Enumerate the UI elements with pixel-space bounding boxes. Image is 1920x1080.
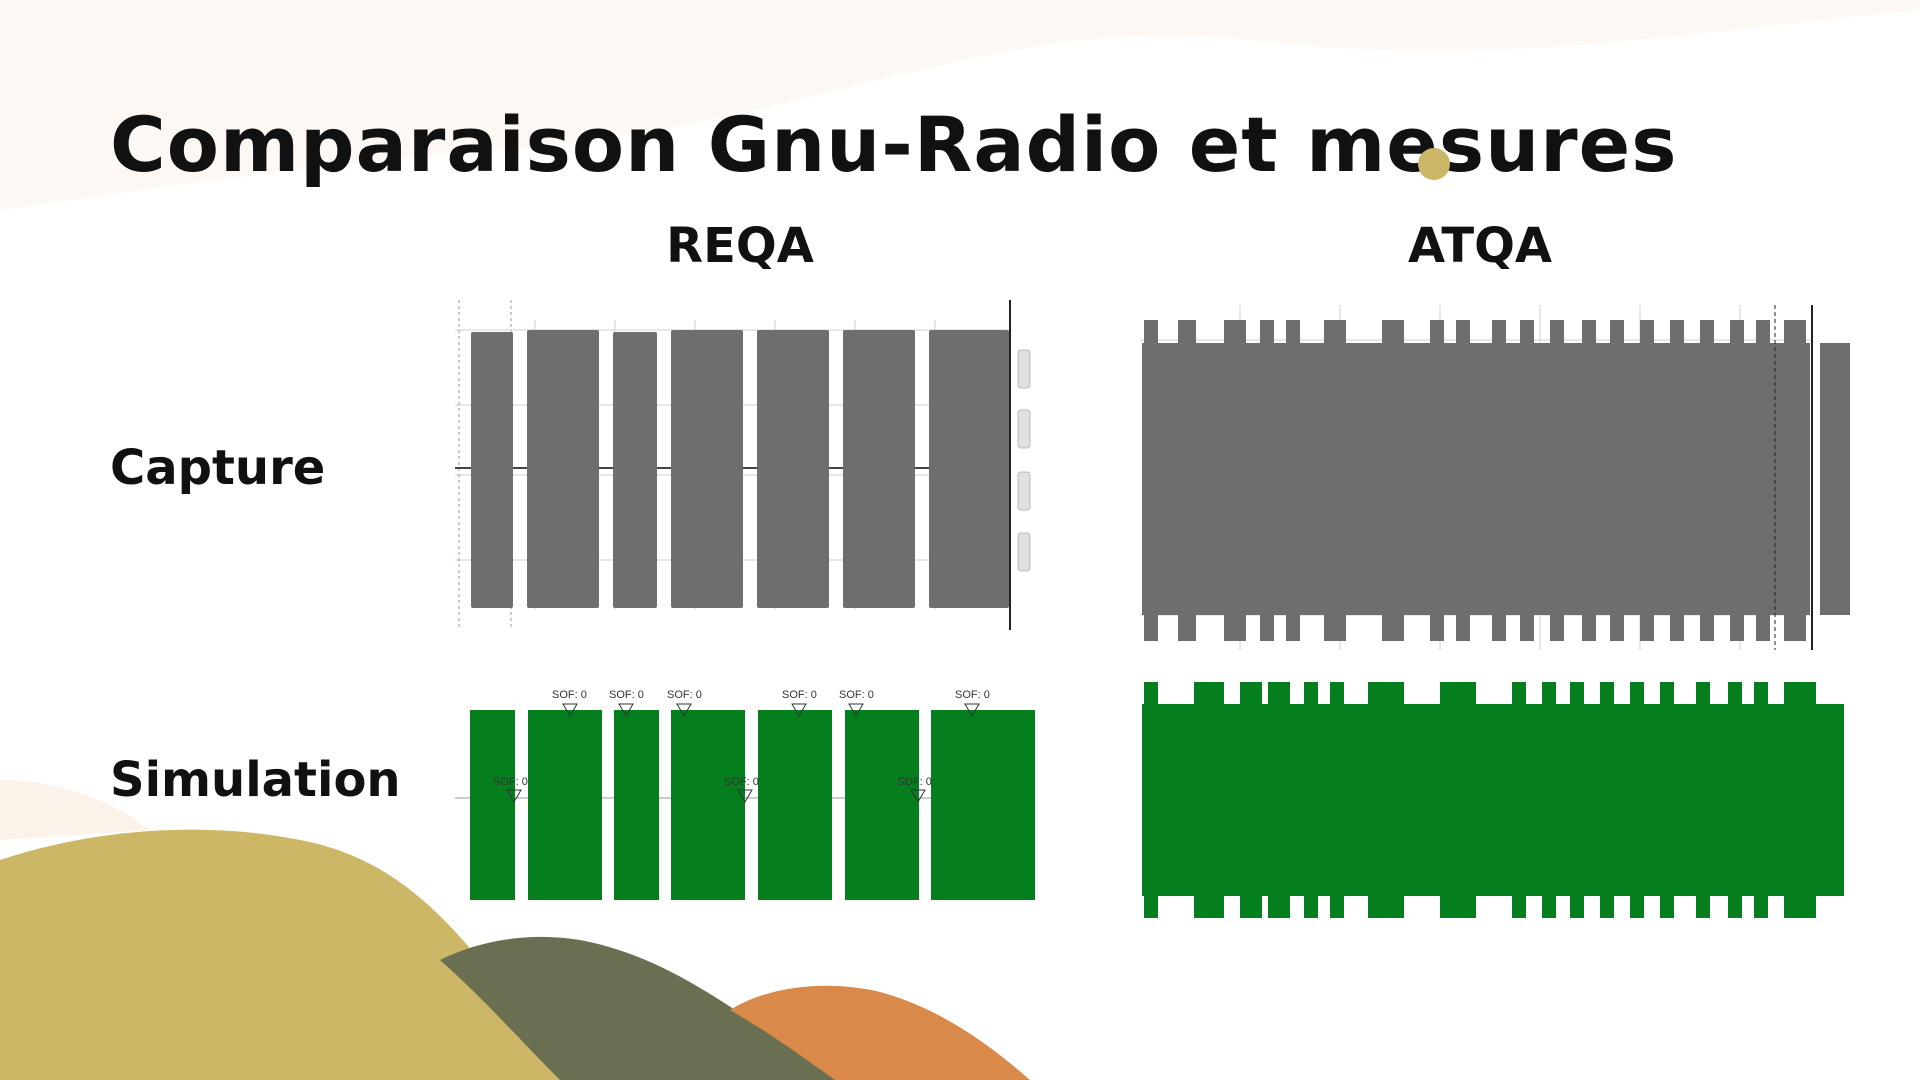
sof-label: SOF: 0 — [839, 689, 874, 701]
sof-label: SOF: 0 — [552, 689, 587, 701]
row-label-simulation: Simulation — [110, 752, 401, 808]
left-cream-wave — [0, 780, 150, 840]
atqa-simulation-spikes-bottom — [1144, 894, 1816, 918]
reqa-capture-bursts — [471, 330, 1009, 608]
column-heading-reqa: REQA — [666, 218, 814, 274]
sof-label: SOF: 0 — [609, 689, 644, 701]
sof-label: SOF: 0 — [724, 776, 759, 788]
atqa-simulation-carrier — [1142, 704, 1844, 896]
reqa-simulation-plot: SOF: 0 SOF: 0 SOF: 0 SOF: 0 SOF: 0 SOF: … — [455, 689, 1035, 900]
atqa-simulation-spikes-top — [1144, 682, 1816, 706]
column-heading-atqa: ATQA — [1407, 218, 1553, 274]
atqa-simulation-plot — [1142, 682, 1844, 918]
slide-title: Comparaison Gnu-Radio et mesures — [110, 100, 1678, 189]
sof-label: SOF: 0 — [897, 776, 932, 788]
sof-label: SOF: 0 — [782, 689, 817, 701]
top-cream-wave — [0, 0, 1920, 210]
atqa-capture-carrier — [1142, 343, 1810, 615]
gold-hill — [0, 829, 580, 1080]
olive-hill — [440, 936, 845, 1080]
row-label-capture: Capture — [110, 440, 326, 496]
orange-hill — [730, 985, 1030, 1080]
reqa-simulation-bursts — [470, 710, 1035, 900]
sof-label: SOF: 0 — [493, 776, 528, 788]
reqa-sof-markers: SOF: 0 SOF: 0 SOF: 0 SOF: 0 SOF: 0 SOF: … — [493, 689, 990, 803]
accent-dot — [1418, 148, 1450, 180]
sof-label: SOF: 0 — [667, 689, 702, 701]
atqa-capture-spikes-top — [1144, 320, 1806, 345]
sof-label: SOF: 0 — [955, 689, 990, 701]
reqa-capture-plot — [455, 300, 1031, 630]
atqa-capture-plot — [1140, 305, 1850, 650]
atqa-capture-spikes-bottom — [1144, 613, 1806, 641]
